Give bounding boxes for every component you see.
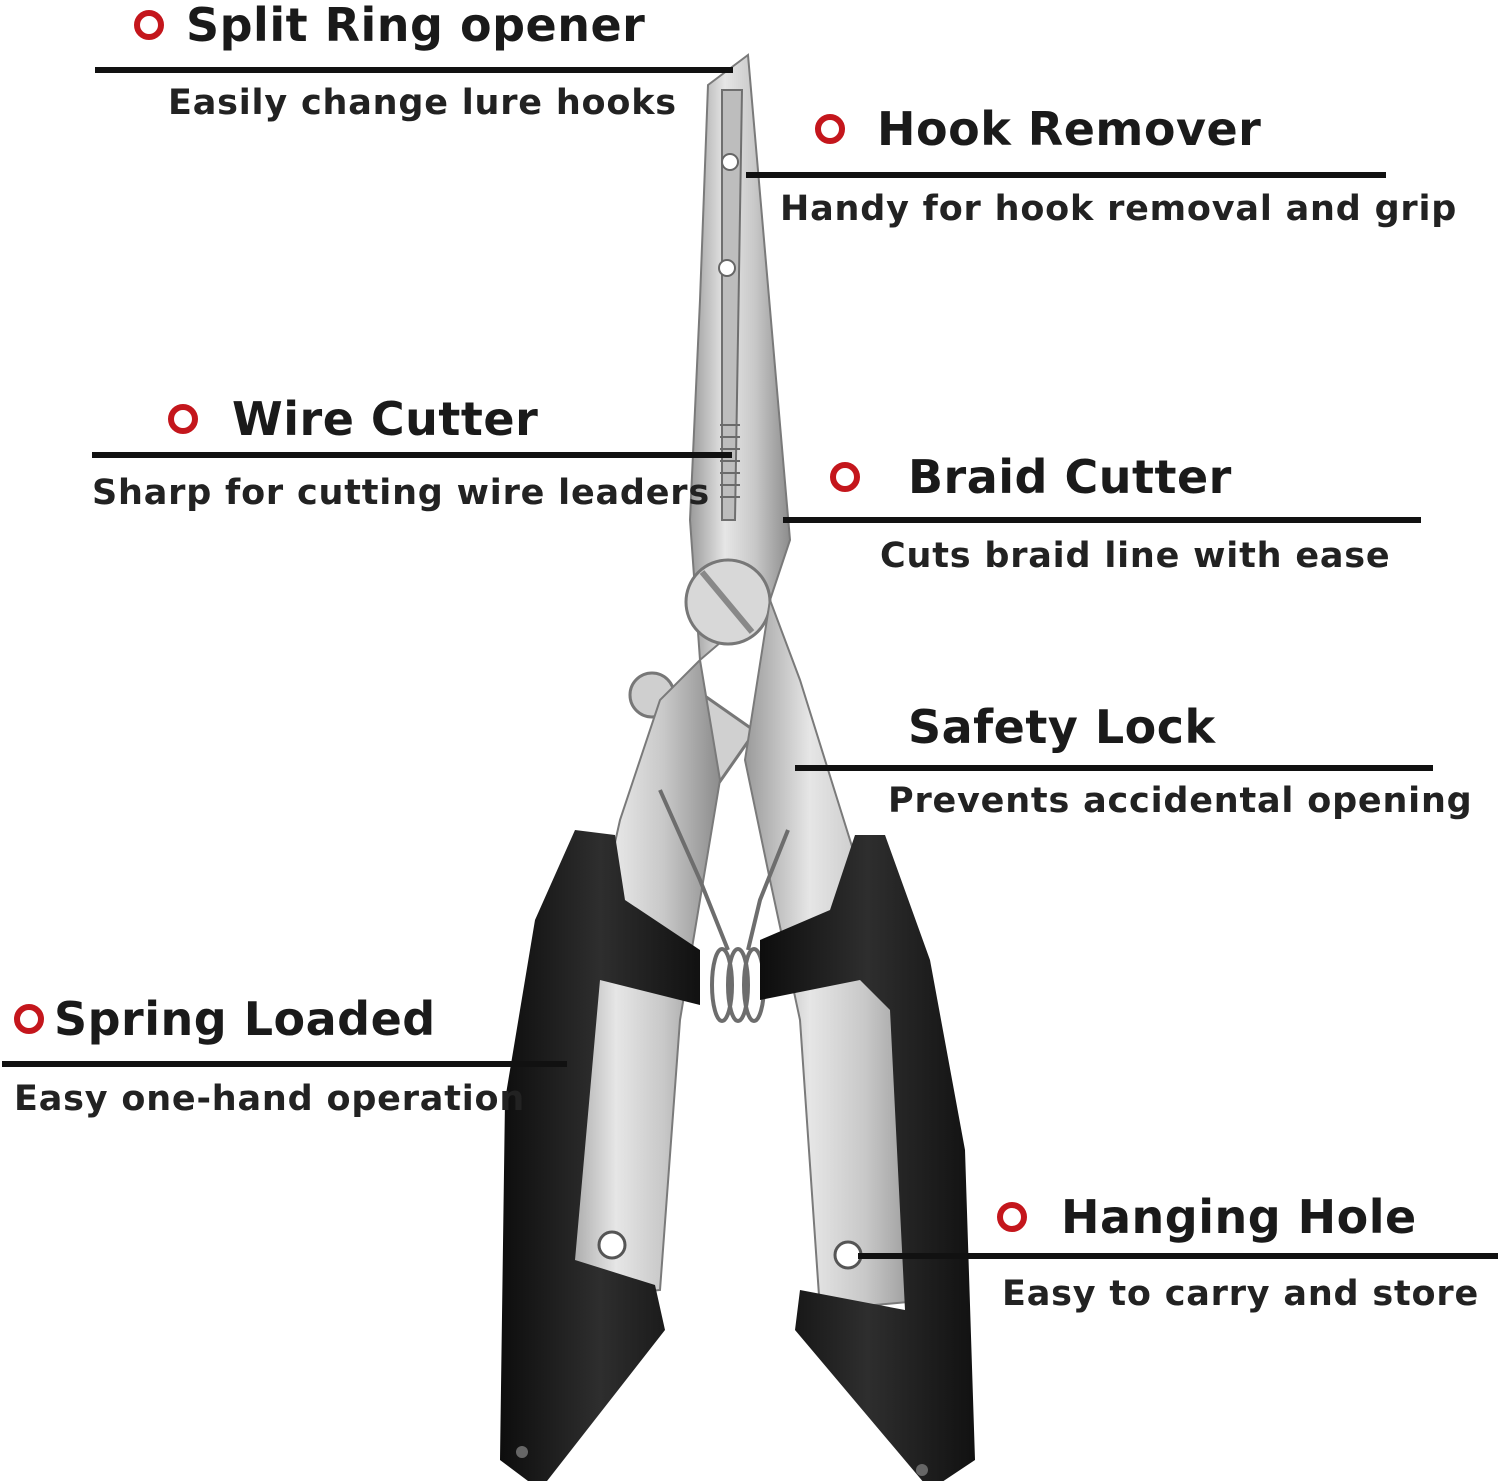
callout-description: Easy one-hand operation: [14, 1079, 526, 1119]
callout-title: Hanging Hole: [1061, 1190, 1417, 1244]
jaw-hole-lower: [718, 259, 736, 277]
marker-ring-icon: [168, 404, 198, 434]
marker-ring-icon: [134, 10, 164, 40]
callout-description: Sharp for cutting wire leaders: [92, 473, 710, 513]
callout-title: Spring Loaded: [54, 992, 436, 1046]
callout-title: Safety Lock: [908, 700, 1216, 754]
leader-line: [795, 765, 1433, 771]
grip-left: [500, 830, 700, 1481]
leader-line: [2, 1061, 567, 1067]
leader-line: [858, 1253, 1498, 1259]
callout-title: Split Ring opener: [186, 0, 646, 52]
leader-line: [92, 452, 732, 458]
hanging-hole-left: [597, 1230, 627, 1260]
marker-ring-icon: [815, 114, 845, 144]
leader-line: [783, 517, 1421, 523]
callout-description: Easily change lure hooks: [168, 83, 677, 123]
jaw-hole-upper: [721, 153, 739, 171]
jaw-groove: [721, 89, 744, 521]
marker-ring-icon: [830, 462, 860, 492]
spring: [658, 789, 790, 1023]
leader-line: [95, 67, 733, 73]
callout-description: Cuts braid line with ease: [880, 536, 1391, 576]
marker-ring-icon: [997, 1202, 1027, 1232]
marker-ring-icon: [14, 1004, 44, 1034]
leader-line: [746, 172, 1386, 178]
callout-title: Hook Remover: [877, 102, 1262, 156]
callout-description: Easy to carry and store: [1002, 1274, 1479, 1314]
callout-description: Handy for hook removal and grip: [780, 189, 1458, 229]
callout-description: Prevents accidental opening: [888, 781, 1473, 821]
callout-title: Wire Cutter: [232, 392, 539, 446]
callout-title: Braid Cutter: [908, 450, 1232, 504]
grip-right: [760, 835, 975, 1481]
